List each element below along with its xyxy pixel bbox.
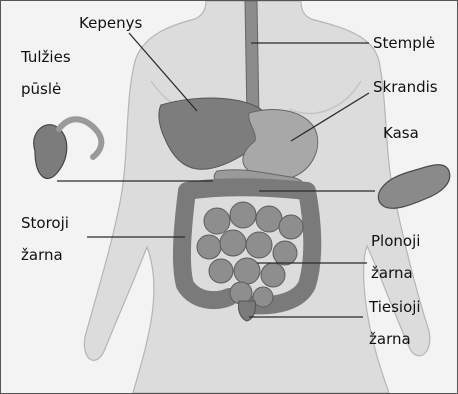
gallbladder-detail: [34, 119, 102, 178]
label-stemple: Stemplė: [373, 33, 435, 53]
esophagus: [245, 1, 259, 119]
label-plonoji-line2: žarna: [371, 263, 413, 283]
label-skrandis: Skrandis: [373, 77, 438, 97]
label-storoji-line1: Storoji: [21, 213, 69, 233]
label-tulzies-line1: Tulžies: [21, 47, 71, 67]
label-tulzies-line2: pūslė: [21, 79, 61, 99]
label-kasa: Kasa: [383, 123, 419, 143]
label-storoji-line2: žarna: [21, 245, 63, 265]
label-tiesioji-line1: Tiesioji: [369, 297, 421, 317]
label-kepenys: Kepenys: [79, 13, 142, 33]
label-plonoji-line1: Plonoji: [371, 231, 420, 251]
label-tiesioji-line2: žarna: [369, 329, 411, 349]
